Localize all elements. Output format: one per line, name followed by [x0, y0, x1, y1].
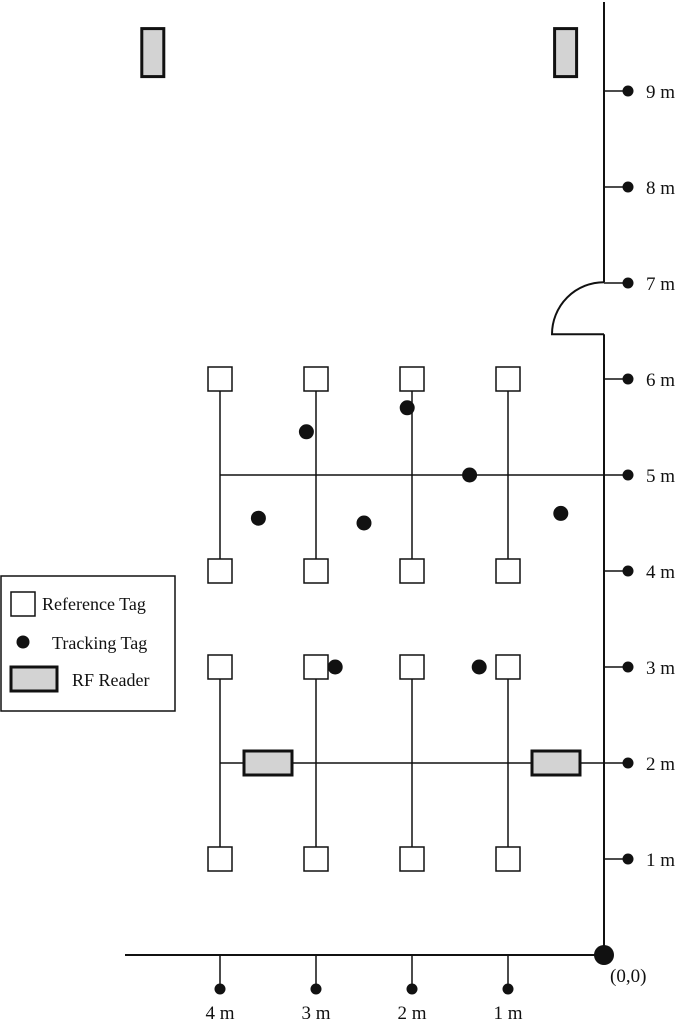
- y-tick-label: 7 m: [646, 274, 675, 295]
- y-axis: 1 m 2 m 3 m 4 m 5 m 6 m 7 m 8 m 9 m: [604, 82, 675, 871]
- reference-tag: [399, 846, 425, 872]
- legend-reference-tag-label: Reference Tag: [42, 594, 146, 614]
- x-tick-label: 3 m: [301, 1003, 330, 1024]
- reference-tag: [399, 558, 425, 584]
- y-tick-label: 5 m: [646, 466, 675, 487]
- reference-tag: [303, 366, 329, 392]
- y-tick-label: 2 m: [646, 754, 675, 775]
- y-tick-dot: [622, 373, 634, 385]
- y-tick-label: 3 m: [646, 658, 675, 679]
- reference-tag: [495, 366, 521, 392]
- y-tick-dot: [622, 757, 634, 769]
- y-tick-label: 1 m: [646, 850, 675, 871]
- rf-readers: [140, 27, 582, 777]
- reference-tag: [399, 654, 425, 680]
- y-tick-dot: [622, 277, 634, 289]
- tracking-tags: [250, 400, 569, 675]
- reference-tags: [207, 366, 521, 872]
- reference-tag: [495, 654, 521, 680]
- legend-rf-reader-symbol: [9, 665, 59, 693]
- reference-grid: [219, 379, 604, 859]
- rf-reader: [242, 749, 294, 777]
- rf-reader: [140, 27, 166, 79]
- tracking-tag: [471, 659, 487, 675]
- tracking-tag: [399, 400, 415, 416]
- tracking-tag: [250, 510, 266, 526]
- x-tick-label: 1 m: [493, 1003, 522, 1024]
- y-tick-label: 8 m: [646, 178, 675, 199]
- legend: Reference Tag Tracking Tag RF Reader: [0, 575, 176, 712]
- x-tick-label: 4 m: [205, 1003, 234, 1024]
- reference-tag: [495, 846, 521, 872]
- rf-reader: [553, 27, 579, 79]
- x-tick-dot: [406, 983, 418, 995]
- y-tick-dot: [622, 469, 634, 481]
- reference-tag: [207, 366, 233, 392]
- reference-tag: [495, 558, 521, 584]
- legend-reference-tag-symbol: [10, 591, 36, 617]
- tracking-tag: [462, 467, 478, 483]
- reference-tag: [303, 558, 329, 584]
- y-tick-dot: [622, 661, 634, 673]
- x-tick-label: 2 m: [397, 1003, 426, 1024]
- tracking-tag: [553, 505, 569, 521]
- tracking-tag: [298, 424, 314, 440]
- legend-tracking-tag-symbol: [16, 635, 30, 649]
- origin-label: (0,0): [610, 966, 646, 987]
- y-tick-dot: [622, 181, 634, 193]
- tracking-tag: [327, 659, 343, 675]
- reference-tag: [303, 846, 329, 872]
- door-swing: [550, 281, 605, 336]
- origin: (0,0): [594, 945, 646, 987]
- legend-rf-reader-label: RF Reader: [72, 670, 149, 690]
- reference-tag: [399, 366, 425, 392]
- reference-tag: [303, 654, 329, 680]
- y-tick-dot: [622, 853, 634, 865]
- y-tick-label: 4 m: [646, 562, 675, 583]
- y-tick-label: 9 m: [646, 82, 675, 103]
- x-tick-dot: [310, 983, 322, 995]
- y-tick-dot: [622, 85, 634, 97]
- x-tick-dot: [214, 983, 226, 995]
- reference-tag: [207, 846, 233, 872]
- y-tick-dot: [622, 565, 634, 577]
- room-frame: [125, 2, 605, 956]
- rf-reader: [530, 749, 582, 777]
- x-axis: 4 m 3 m 2 m 1 m: [205, 955, 523, 1024]
- tracking-tag: [356, 515, 372, 531]
- reference-tag: [207, 558, 233, 584]
- x-tick-dot: [502, 983, 514, 995]
- origin-dot: [594, 945, 614, 965]
- reference-tag: [207, 654, 233, 680]
- y-tick-label: 6 m: [646, 370, 675, 391]
- legend-tracking-tag-label: Tracking Tag: [52, 633, 147, 653]
